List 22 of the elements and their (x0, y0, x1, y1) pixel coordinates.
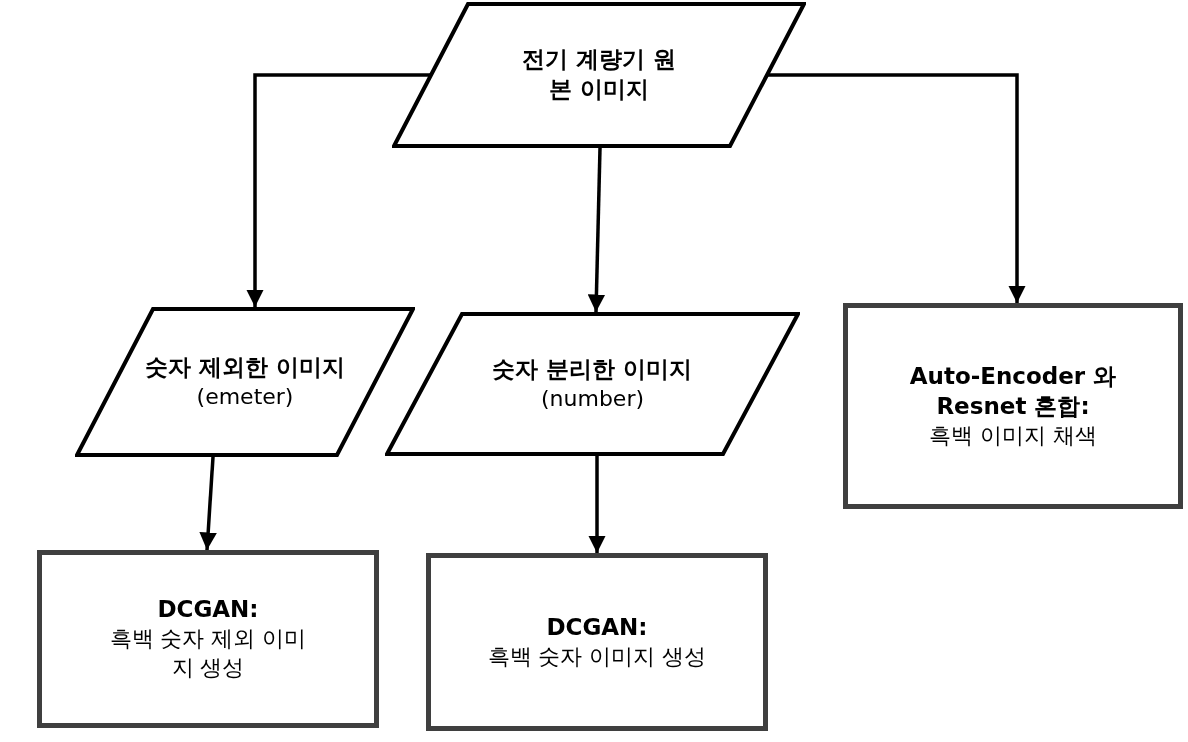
process-box (37, 550, 379, 728)
data-parallelogram (385, 312, 800, 456)
arrow (588, 456, 606, 553)
node-text: (number) (541, 384, 644, 413)
node-text: 흑백 숫자 제외 이미지 생성 (108, 625, 308, 682)
arrow (587, 147, 606, 313)
node-title: 숫자 분리한 이미지 (492, 354, 693, 384)
node-title: DCGAN: (157, 595, 259, 625)
node-title: Auto-Encoder 와 Resnet 혼합: (908, 361, 1118, 421)
arrow (768, 73, 1026, 303)
process-box (843, 303, 1183, 509)
node-text: (emeter) (196, 382, 294, 411)
data-parallelogram (75, 307, 415, 457)
node-text: 흑백 숫자 이미지 생성 (487, 642, 707, 671)
arrow (246, 73, 430, 307)
process-box (426, 553, 768, 731)
data-parallelogram (392, 2, 806, 148)
node-title: 전기 계량기 원본 이미지 (521, 45, 677, 104)
node-text: 흑백 이미지 채색 (929, 421, 1097, 450)
node-title: 숫자 제외한 이미지 (145, 352, 345, 382)
node-title: DCGAN: (546, 612, 648, 642)
arrow (199, 456, 217, 551)
